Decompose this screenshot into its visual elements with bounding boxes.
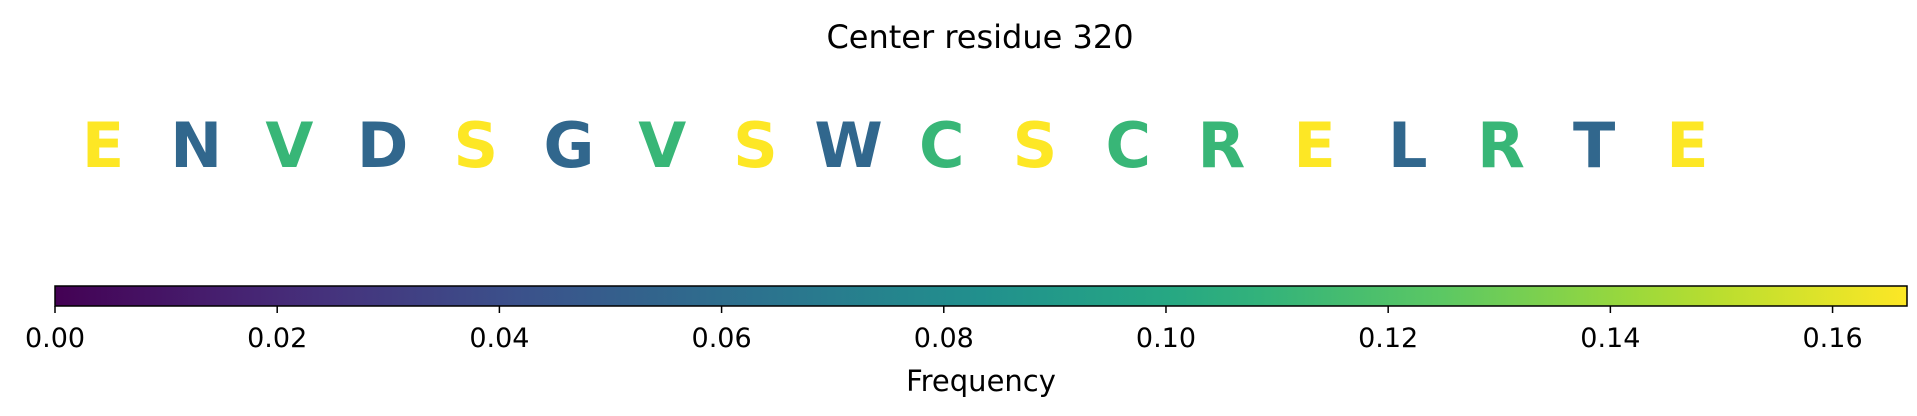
colorbar-tick-label: 0.02 [247,323,307,354]
residue-letter: D [357,109,408,182]
residue-letter: C [919,109,965,182]
residue-letter: S [733,109,778,182]
residue-letter: S [453,109,498,182]
colorbar-tick-label: 0.00 [25,323,85,354]
residue-letter: V [265,109,313,182]
colorbar-ticks: 0.00 0.02 0.04 0.06 0.08 0.10 0.12 0.14 0.16 [25,306,1863,354]
residue-letter: E [1293,109,1335,182]
residue-letter: S [1013,109,1058,182]
colorbar-label: Frequency [906,364,1056,398]
residue-letter: N [170,109,222,182]
chart-title: Center residue 320 [826,18,1133,56]
residue-letter: V [638,109,686,182]
colorbar-tick-label: 0.16 [1803,323,1863,354]
colorbar-tick-label: 0.04 [469,323,529,354]
residue-letter: R [1198,109,1246,182]
residue-letter: E [1666,109,1708,182]
colorbar: 0.00 0.02 0.04 0.06 0.08 0.10 0.12 0.14 0.16 [25,285,1908,354]
residue-letter: C [1105,109,1151,182]
colorbar-tick-label: 0.14 [1580,323,1640,354]
residue-letter: L [1388,109,1428,182]
colorbar-tick-label: 0.12 [1358,323,1418,354]
colorbar-tick-label: 0.08 [914,323,974,354]
residue-letter: G [544,109,595,182]
colorbar-tick-label: 0.06 [692,323,752,354]
colorbar-tick-label: 0.10 [1136,323,1196,354]
residue-letter: R [1477,109,1525,182]
residue-letter: T [1573,109,1615,182]
residue-letter: W [814,109,882,182]
colorbar-frame [54,285,1908,307]
residue-letter: E [82,109,124,182]
colorbar-gradient [55,286,1907,306]
